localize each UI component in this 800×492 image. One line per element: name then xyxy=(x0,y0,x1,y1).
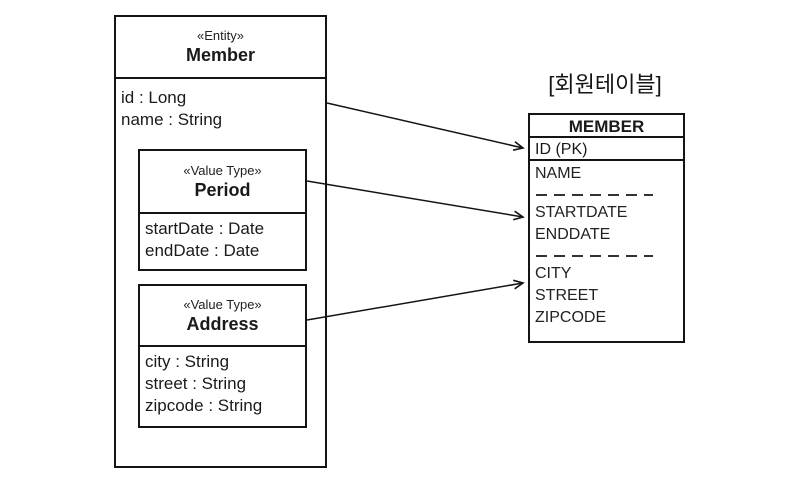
entity-attribute-id: id : Long xyxy=(121,88,187,107)
db-table-row-pk: ID (PK) xyxy=(530,138,683,161)
period-header: «Value Type» Period xyxy=(140,151,305,214)
address-attribute-city: city : String xyxy=(145,352,230,371)
db-table-row-enddate: ENDDATE xyxy=(535,226,611,243)
address-name: Address xyxy=(186,313,259,334)
address-attributes: city : String street : String zipcode : … xyxy=(140,347,305,417)
address-attribute-street: street : String xyxy=(145,374,247,393)
period-attributes: startDate : Date endDate : Date xyxy=(140,214,305,262)
entity-name: Member xyxy=(185,45,256,65)
db-table-name: MEMBER xyxy=(530,115,683,138)
db-table-row-name: NAME xyxy=(535,165,582,182)
entity-attributes: id : Long name : String xyxy=(116,79,325,131)
period-name: Period xyxy=(194,179,251,200)
arrow-address-to-city xyxy=(306,283,523,321)
arrow-period-to-startdate xyxy=(306,180,523,217)
dashed-divider xyxy=(536,194,653,196)
dashed-divider xyxy=(536,255,653,257)
address-stereotype: «Value Type» xyxy=(183,296,262,312)
entity-member-header: «Entity» Member xyxy=(116,17,325,79)
db-table-body: NAME STARTDATE ENDDATE CITY STREET ZIPCO… xyxy=(530,161,683,329)
arrow-member-to-id xyxy=(326,102,523,148)
db-table-row-city: CITY xyxy=(535,265,572,282)
valuetype-box-period: «Value Type» Period startDate : Date end… xyxy=(138,149,307,271)
entity-attribute-name: name : String xyxy=(121,110,223,129)
period-attribute-enddate: endDate : Date xyxy=(145,241,260,260)
period-attribute-startdate: startDate : Date xyxy=(145,219,265,238)
db-table-member: MEMBER ID (PK) NAME STARTDATE ENDDATE CI… xyxy=(528,113,685,343)
entity-stereotype: «Entity» xyxy=(197,28,244,43)
address-attribute-zipcode: zipcode : String xyxy=(145,396,263,415)
period-stereotype: «Value Type» xyxy=(183,162,262,178)
db-table-row-startdate: STARTDATE xyxy=(535,204,628,221)
address-header: «Value Type» Address xyxy=(140,286,305,347)
valuetype-box-address: «Value Type» Address city : String stree… xyxy=(138,284,307,428)
db-table-row-zipcode: ZIPCODE xyxy=(535,309,607,326)
db-table-row-street: STREET xyxy=(535,287,599,304)
table-caption: [회원테이블] xyxy=(548,72,662,97)
